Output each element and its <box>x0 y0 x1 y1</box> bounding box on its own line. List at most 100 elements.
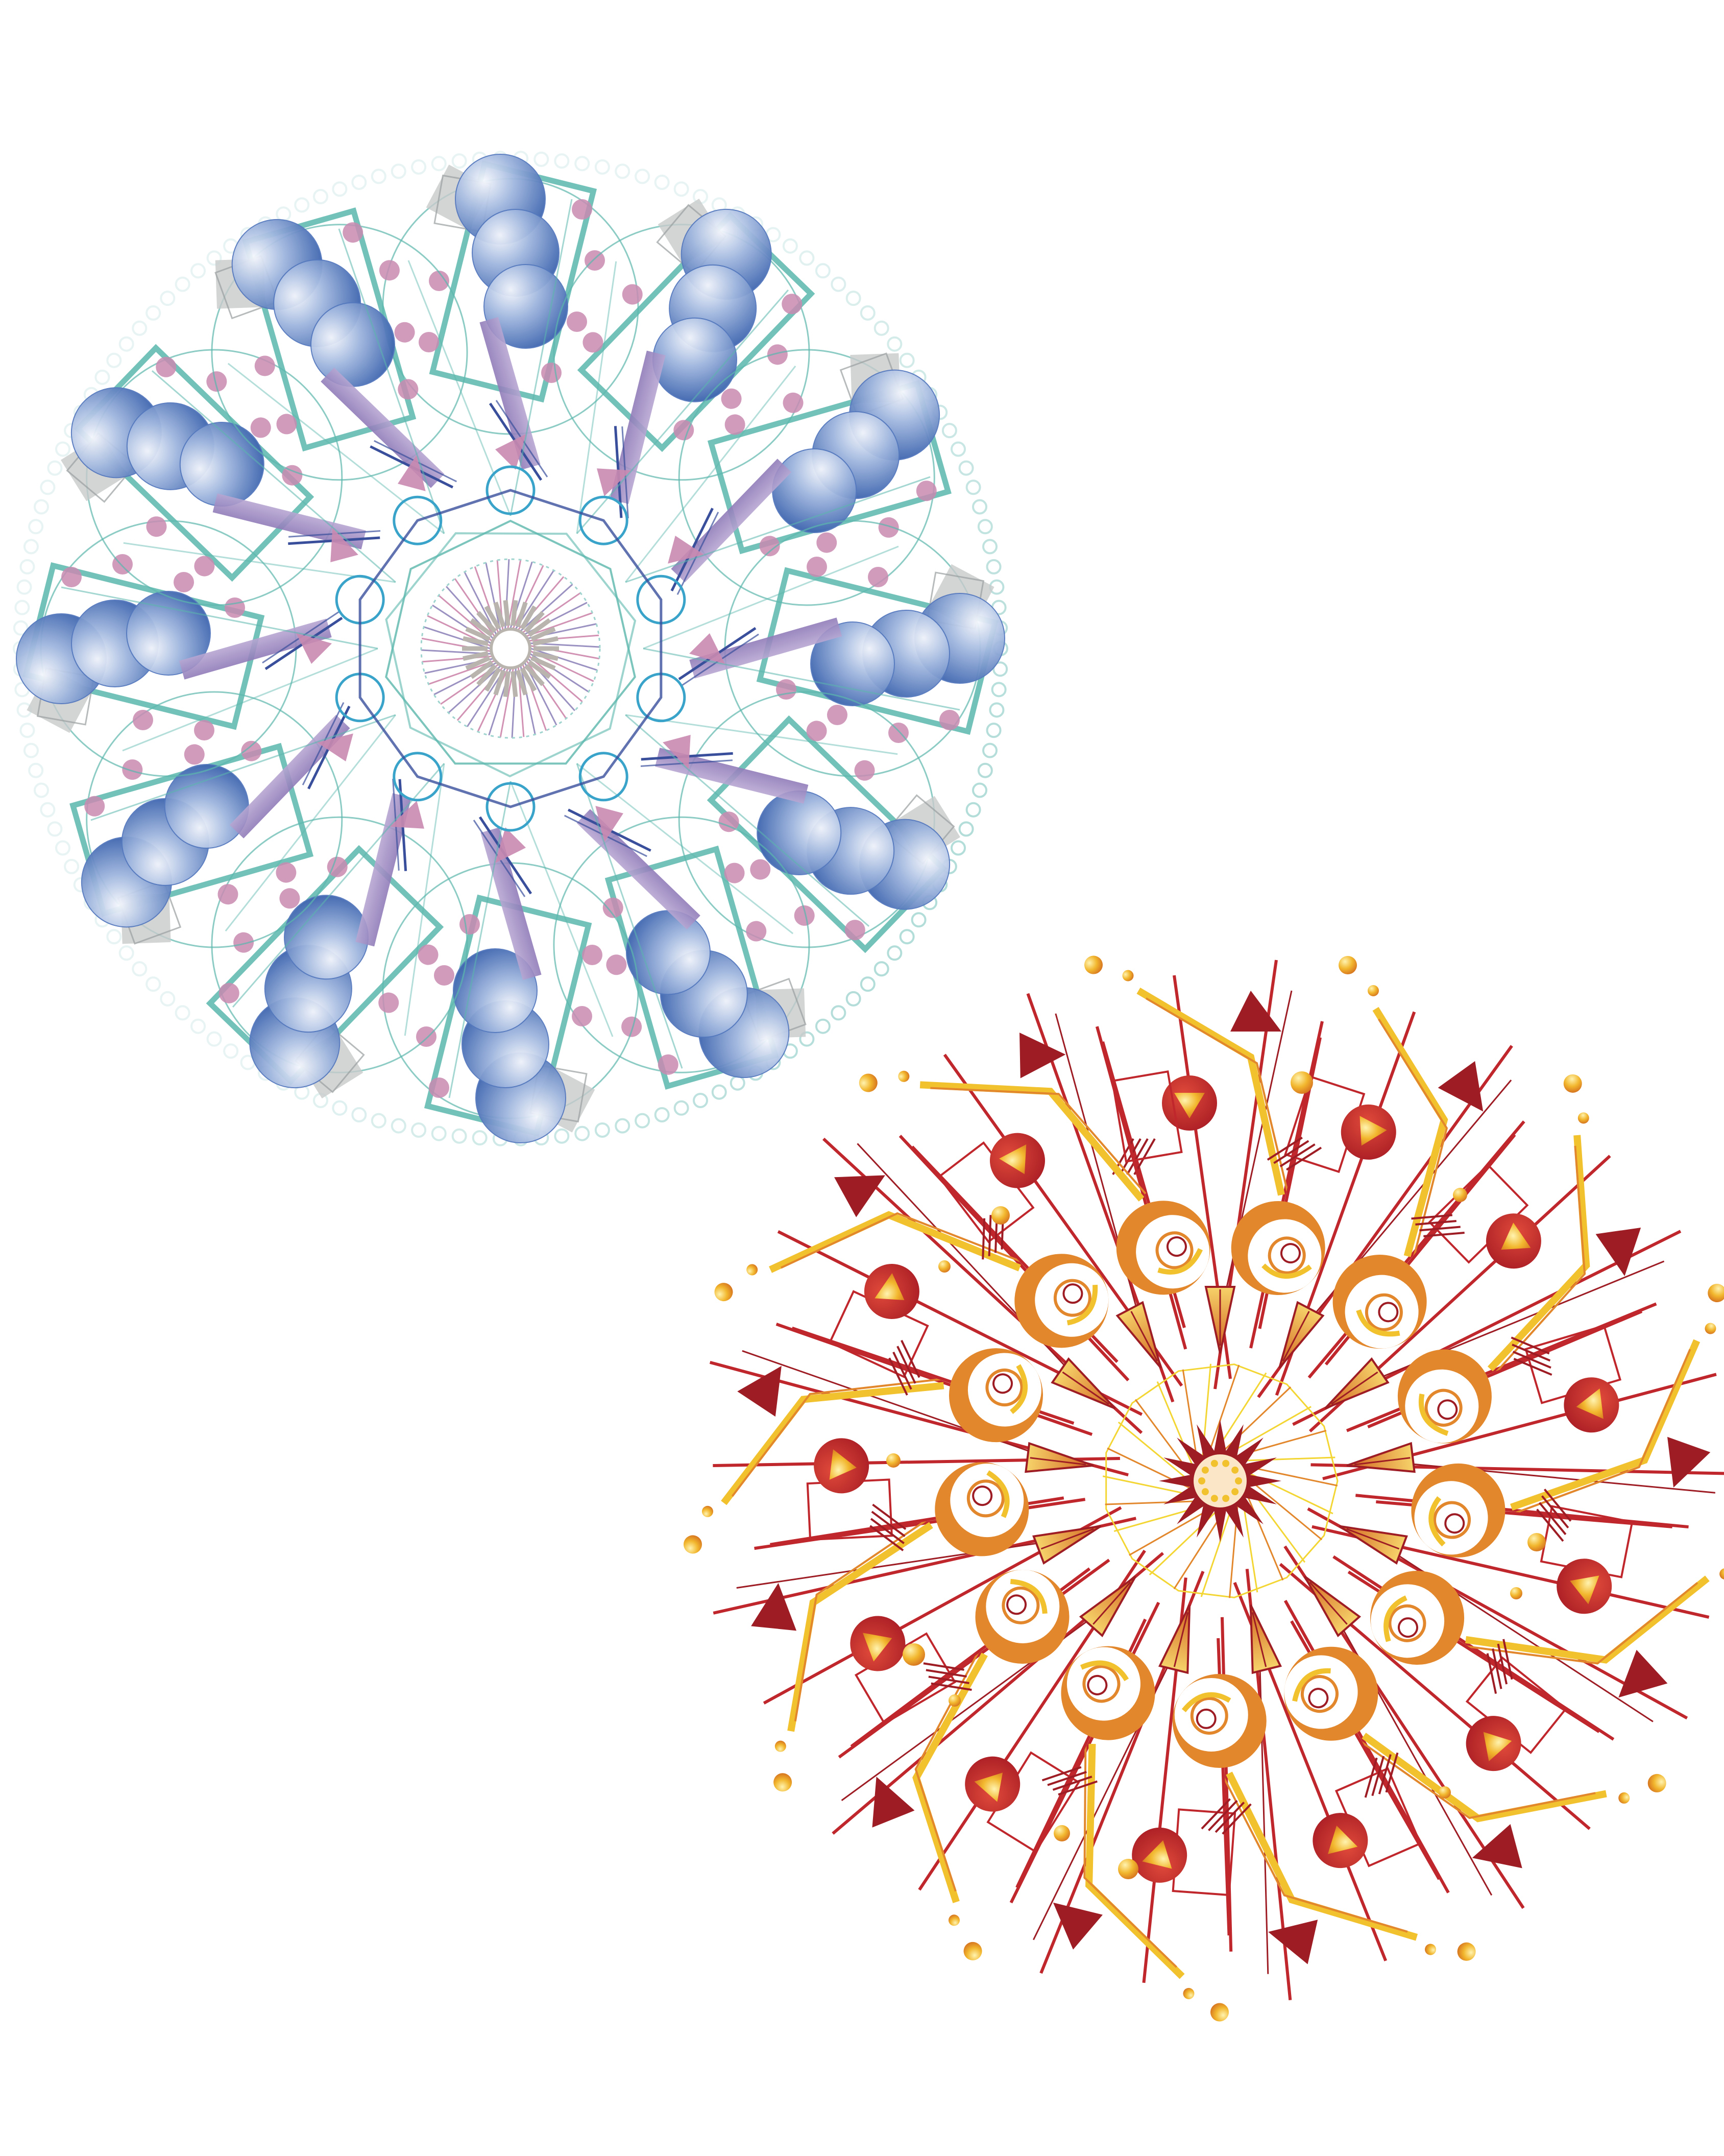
gold-swirl <box>1292 1668 1331 1702</box>
crescent-cut <box>1345 1275 1419 1349</box>
gold-bar <box>721 1382 944 1505</box>
gold-swirl <box>1428 1496 1446 1547</box>
halo-ring-dot <box>574 1125 590 1141</box>
halo-ring-dot <box>19 723 35 738</box>
pink-dot <box>112 554 133 574</box>
cone-unit <box>1079 1575 1136 1638</box>
pink-dot <box>378 992 399 1013</box>
gold-bar <box>1487 1135 1590 1372</box>
teal-spoke <box>576 261 617 534</box>
red-spike-line <box>742 1350 1058 1462</box>
lilac-bar <box>212 493 366 549</box>
crescent-unit <box>1411 1463 1506 1558</box>
halo-ring-dot <box>991 682 1007 698</box>
cone-unit <box>1025 1442 1094 1473</box>
crescent-unit <box>935 1462 1029 1556</box>
orange-cone <box>1158 1604 1191 1674</box>
rosette-spoke <box>463 651 489 661</box>
gold-dot <box>773 1773 792 1792</box>
red-spike-line <box>1258 1639 1269 1974</box>
pink-dot <box>279 888 300 909</box>
halo-ring-dot <box>175 1005 190 1021</box>
rosette-line <box>438 594 493 641</box>
gold-dot <box>949 1694 961 1707</box>
halo-ring-dot <box>782 238 798 254</box>
red-tick <box>1385 1752 1399 1793</box>
swirl-ring <box>935 1201 1506 1768</box>
lilac-bar <box>655 748 809 804</box>
halo-ring-dot <box>831 1005 846 1021</box>
pink-triangle <box>668 536 704 564</box>
halo-ring-dot <box>294 197 310 213</box>
center-dot <box>1210 1495 1218 1502</box>
gold-swirl <box>1418 1393 1449 1436</box>
pink-triangle <box>495 434 526 470</box>
gold-triangle <box>1483 1732 1512 1761</box>
gold-swirl <box>1010 1364 1028 1415</box>
inner-swirl <box>1190 1696 1228 1735</box>
halo-ring-dot <box>635 169 650 184</box>
red-spike-line <box>1372 1538 1654 1722</box>
red-tick <box>1267 1137 1303 1161</box>
lilac-bar <box>355 793 411 947</box>
gold-dot <box>963 1942 982 1960</box>
gold-triangle <box>1501 1223 1531 1250</box>
red-tick <box>1541 1495 1569 1528</box>
pink-dot <box>217 884 238 905</box>
red-triangle <box>1230 991 1281 1032</box>
inner-swirl <box>972 1486 993 1506</box>
red-tick <box>1286 1146 1322 1171</box>
inner-swirl <box>1308 1688 1329 1709</box>
lilac-bar <box>229 714 350 839</box>
gold-swirl <box>1181 1692 1231 1713</box>
red-tick <box>1423 1232 1465 1237</box>
gold-swirl <box>1261 1263 1312 1279</box>
inner-swirl <box>1082 1665 1121 1703</box>
pink-triangle <box>495 827 526 863</box>
halo-ring-dot <box>965 802 981 818</box>
gold-triangle <box>1576 1388 1604 1419</box>
red-triangle <box>872 1777 915 1828</box>
gold-bar <box>1362 1733 1607 1823</box>
pink-dot <box>878 517 899 538</box>
gold-dot <box>1577 1112 1589 1124</box>
red-tick <box>988 1215 992 1256</box>
blue-sphere <box>772 448 857 533</box>
halo-ring-dot <box>554 1128 570 1144</box>
halo-ring-dot <box>673 1100 689 1116</box>
petal <box>643 520 1005 777</box>
center-dot <box>1231 1488 1239 1496</box>
teal-spoke <box>225 714 397 932</box>
yellow-web-line <box>1118 1421 1190 1482</box>
red-tick <box>1419 1226 1461 1232</box>
inner-swirl <box>1155 1231 1194 1269</box>
halo-ring-dot <box>351 174 367 190</box>
pink-dot <box>572 1006 592 1026</box>
gold-swirl <box>986 1470 1010 1518</box>
red-triangle <box>1595 1228 1641 1276</box>
gold-dot <box>1708 1284 1724 1303</box>
pink-dot <box>84 796 105 817</box>
spike-unit <box>1279 1545 1607 1961</box>
gold-dot <box>938 1260 951 1273</box>
pink-dot <box>746 921 767 942</box>
rosette-line <box>520 583 573 632</box>
red-frame <box>1111 1070 1183 1163</box>
gold-swirl <box>1356 1309 1400 1337</box>
crescent-cut <box>1405 1369 1479 1443</box>
crescent-unit <box>1370 1571 1465 1665</box>
gold-bar-edge <box>794 1519 927 1722</box>
halo-ring-dot <box>977 519 993 535</box>
pink-dot <box>776 679 796 700</box>
pink-dot <box>816 532 837 553</box>
petal <box>60 344 396 606</box>
halo-ring-dot <box>132 961 148 977</box>
halo-ring-dot <box>815 1018 831 1034</box>
halo-ring-dot <box>118 945 134 961</box>
pink-dot <box>122 759 143 780</box>
halo-ring-dot <box>635 1113 650 1129</box>
yellow-web-line <box>1182 1369 1198 1461</box>
spike-unit <box>1257 1007 1589 1398</box>
pink-dot <box>218 983 239 1003</box>
red-triangle <box>1019 1033 1066 1079</box>
